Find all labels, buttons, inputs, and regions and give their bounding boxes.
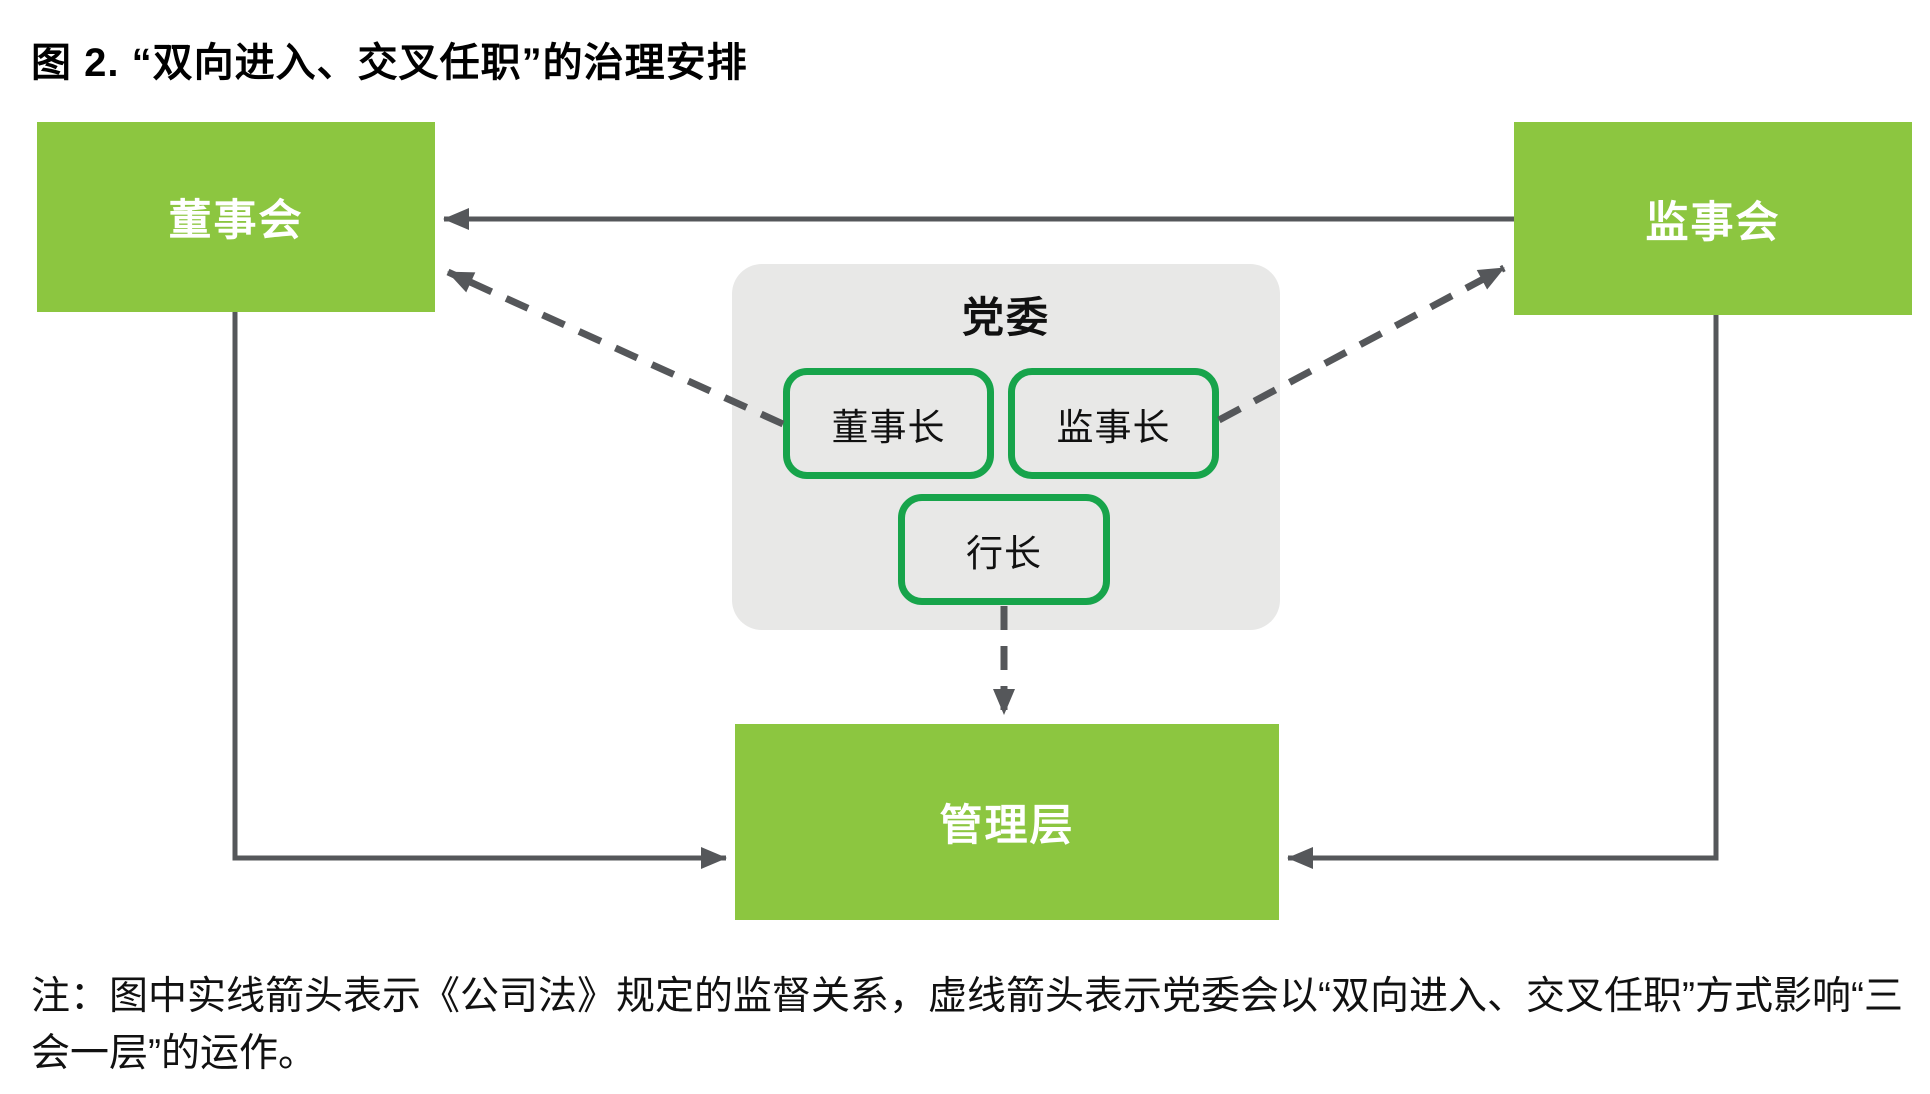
figure-title: 图 2. “双向进入、交叉任职”的治理安排 bbox=[31, 41, 748, 85]
node-president-label: 行长 bbox=[966, 532, 1042, 574]
node-president: 行长 bbox=[898, 494, 1110, 605]
node-board-of-directors-label: 董事会 bbox=[168, 197, 304, 245]
node-chief-supervisor: 监事长 bbox=[1008, 368, 1219, 479]
party-committee-panel bbox=[732, 264, 1280, 630]
node-board-of-supervisors: 监事会 bbox=[1514, 122, 1912, 315]
node-chief-supervisor-label: 监事长 bbox=[1056, 406, 1171, 448]
node-board-of-supervisors-label: 监事会 bbox=[1645, 198, 1781, 247]
node-management: 管理层 bbox=[735, 724, 1279, 920]
figure-note: 注：图中实线箭头表示《公司法》规定的监督关系，虚线箭头表示党委会以“双向进入、交… bbox=[31, 975, 1903, 1075]
node-board-of-directors: 董事会 bbox=[37, 122, 435, 312]
arrow-supervisory-to-management bbox=[1287, 315, 1719, 869]
arrow-board-to-management bbox=[232, 312, 727, 869]
node-chairman: 董事长 bbox=[783, 368, 994, 479]
node-chairman-label: 董事长 bbox=[831, 406, 946, 448]
node-management-label: 管理层 bbox=[939, 802, 1075, 850]
party-committee-label: 党委 bbox=[961, 294, 1050, 341]
